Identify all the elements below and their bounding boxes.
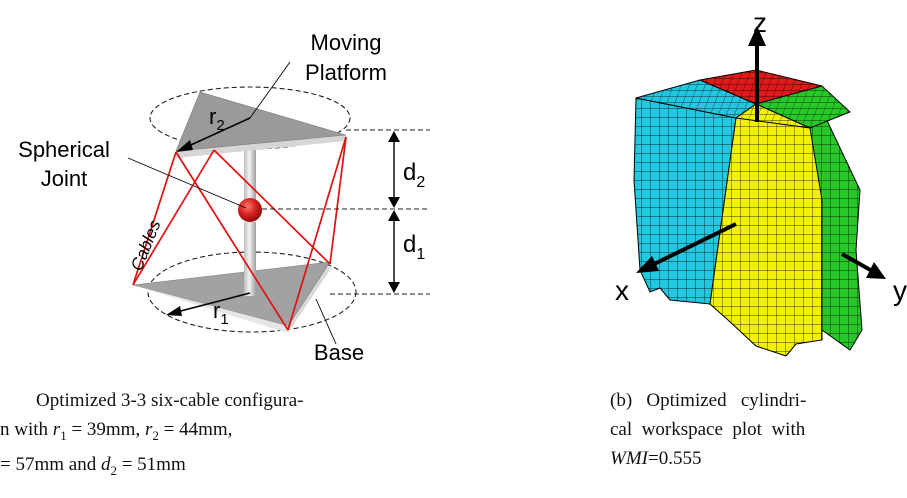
top-platform-edge [176, 135, 346, 158]
caption-b-line1: (b) Optimized cylindri- [610, 390, 807, 411]
caption-a-line3: = 57mm and d2 = 51mm [0, 453, 186, 478]
top-platform [175, 91, 347, 152]
caption-b: (b) Optimized cylindri- cal workspace pl… [610, 386, 907, 473]
workspace-yellow-grid [710, 118, 822, 356]
cable-3 [287, 136, 347, 331]
label-d2: d2 [403, 159, 425, 191]
label-joint: Joint [41, 166, 87, 191]
d1-arrow-top [388, 210, 400, 221]
spherical-joint-ball [238, 198, 262, 222]
figure-b: z x y [560, 0, 907, 370]
d2-arrow-bottom [388, 197, 400, 208]
cables-group [132, 136, 347, 331]
top-circle [149, 86, 351, 150]
label-d1: d1 [403, 231, 425, 263]
label-cables: Cables [127, 217, 165, 274]
cable-5 [132, 149, 215, 286]
y-axis-arrowhead [866, 262, 886, 279]
y-axis [841, 252, 875, 274]
y-axis-label: y [893, 275, 907, 306]
z-axis-arrowhead [748, 26, 766, 46]
r2-arrow [181, 117, 251, 150]
moving-platform-leader [249, 61, 291, 119]
label-r2: r2 [209, 104, 225, 134]
workspace-green-grid [736, 110, 862, 350]
workspace-top-red-grid [700, 70, 822, 104]
caption-a-line1: Optimized 3-3 six-cable configura- [36, 390, 304, 411]
z-axis-label: z [753, 7, 767, 38]
base-leader [315, 298, 337, 345]
spherical-joint-leader [127, 157, 247, 209]
caption-b-line2: cal workspace plot with [610, 419, 806, 440]
cable-1 [132, 151, 177, 286]
figure-b-diagram: z x y [615, 7, 907, 357]
base-platform-highlight [133, 285, 288, 333]
d1-arrow-bottom [388, 282, 400, 293]
label-r1: r1 [213, 298, 229, 328]
label-base: Base [314, 340, 364, 365]
caption-a-line2: n with r1 = 39mm, r2 = 44mm, [0, 419, 233, 443]
workspace-top-cyan-grid [636, 80, 756, 118]
x-axis [645, 222, 737, 270]
workspace-top-green-grid [756, 86, 850, 128]
figure-a: Moving Platform Spherical Joint Cables B… [0, 0, 560, 370]
workspace-cyan-grid [634, 98, 736, 304]
caption-a: Optimized 3-3 six-cable configura- n wit… [0, 386, 440, 485]
r1-arrow [172, 292, 251, 314]
x-axis-label: x [615, 275, 629, 306]
cable-4 [329, 136, 347, 265]
r2-arrowhead [176, 140, 193, 152]
lower-post [244, 222, 256, 296]
x-axis-arrowhead [636, 256, 659, 273]
label-platform: Platform [305, 60, 387, 85]
d2-arrow-top [388, 131, 400, 142]
label-spherical: Spherical [18, 137, 110, 162]
label-moving: Moving [311, 30, 382, 55]
r1-arrowhead [166, 306, 182, 316]
cable-6 [213, 149, 331, 265]
figure-a-diagram: Moving Platform Spherical Joint Cables B… [18, 30, 430, 365]
caption-b-line3: WMI=0.555 [610, 448, 702, 469]
